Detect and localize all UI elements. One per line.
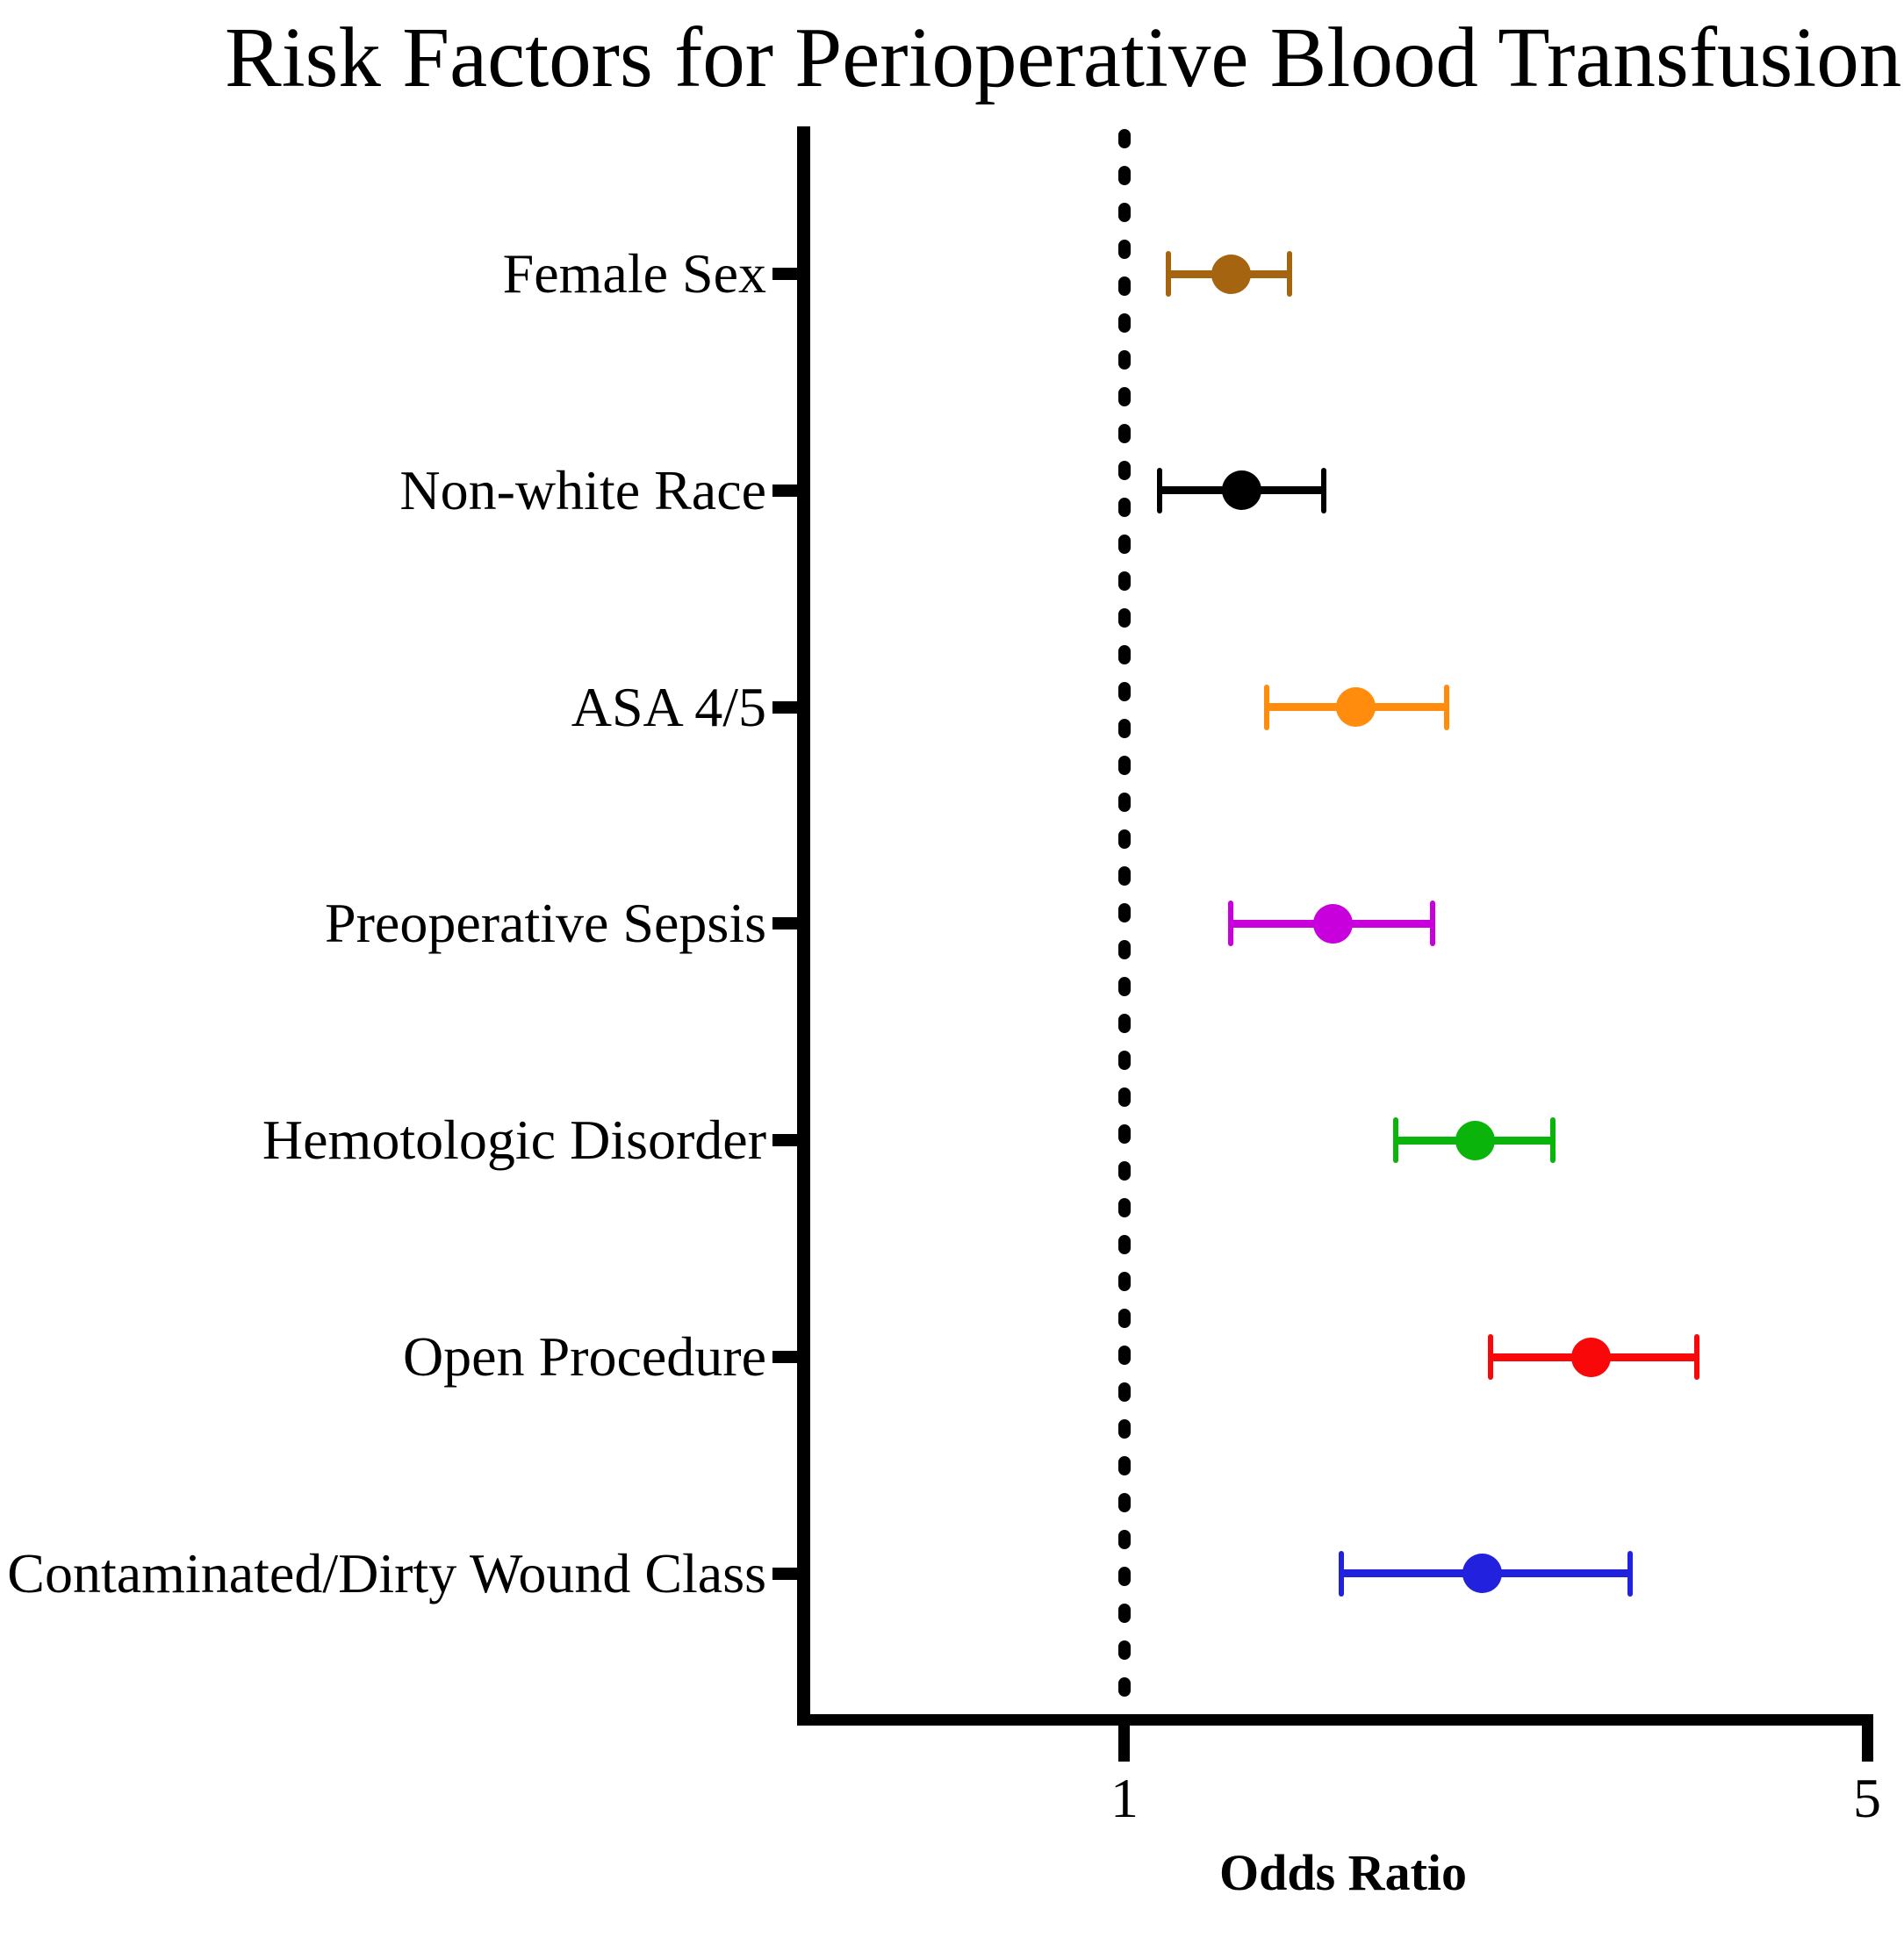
point-estimate — [1571, 1337, 1612, 1377]
reference-line-or-1 — [1118, 129, 1131, 1715]
ci-cap-right — [1443, 684, 1449, 730]
ci-cap-right — [1627, 1550, 1633, 1597]
category-tick — [772, 484, 799, 497]
category-tick — [772, 268, 799, 280]
category-tick — [772, 1134, 799, 1147]
x-tick-label-5: 5 — [1853, 1767, 1881, 1829]
ci-cap-left — [1392, 1117, 1398, 1164]
x-tick-1 — [1118, 1726, 1130, 1762]
category-tick — [772, 917, 799, 930]
x-axis-title: Odds Ratio — [1218, 1844, 1467, 1901]
ci-cap-right — [1287, 251, 1292, 297]
ci-cap-left — [1263, 684, 1269, 730]
ci-cap-left — [1228, 901, 1234, 947]
ci-cap-right — [1694, 1334, 1700, 1380]
category-label: Contaminated/Dirty Wound Class — [7, 1541, 766, 1604]
ci-cap-right — [1320, 467, 1326, 513]
category-label: Non-white Race — [399, 458, 766, 521]
ci-cap-left — [1487, 1334, 1493, 1380]
x-tick-5 — [1862, 1726, 1873, 1762]
point-estimate — [1335, 687, 1376, 728]
point-estimate — [1312, 903, 1353, 944]
ci-cap-right — [1549, 1117, 1556, 1164]
ci-cap-right — [1430, 901, 1436, 947]
category-label: Female Sex — [502, 242, 766, 305]
x-axis-spine — [797, 1714, 1873, 1726]
category-tick — [772, 1351, 799, 1363]
y-axis-spine — [797, 126, 810, 1726]
point-estimate — [1222, 470, 1262, 511]
point-estimate — [1455, 1120, 1496, 1160]
chart-title: Risk Factors for Perioperative Blood Tra… — [225, 11, 1902, 104]
category-label: ASA 4/5 — [571, 675, 766, 738]
category-label: Hemotologic Disorder — [262, 1109, 766, 1172]
category-label: Preoperative Sepsis — [325, 892, 766, 955]
x-tick-label-1: 1 — [1110, 1767, 1139, 1829]
point-estimate — [1462, 1554, 1502, 1594]
ci-cap-left — [1166, 251, 1172, 297]
ci-cap-left — [1157, 467, 1163, 513]
category-tick — [772, 1567, 799, 1580]
ci-cap-left — [1339, 1550, 1345, 1597]
point-estimate — [1211, 254, 1251, 294]
category-tick — [772, 700, 799, 714]
category-label: Open Procedure — [402, 1325, 766, 1388]
